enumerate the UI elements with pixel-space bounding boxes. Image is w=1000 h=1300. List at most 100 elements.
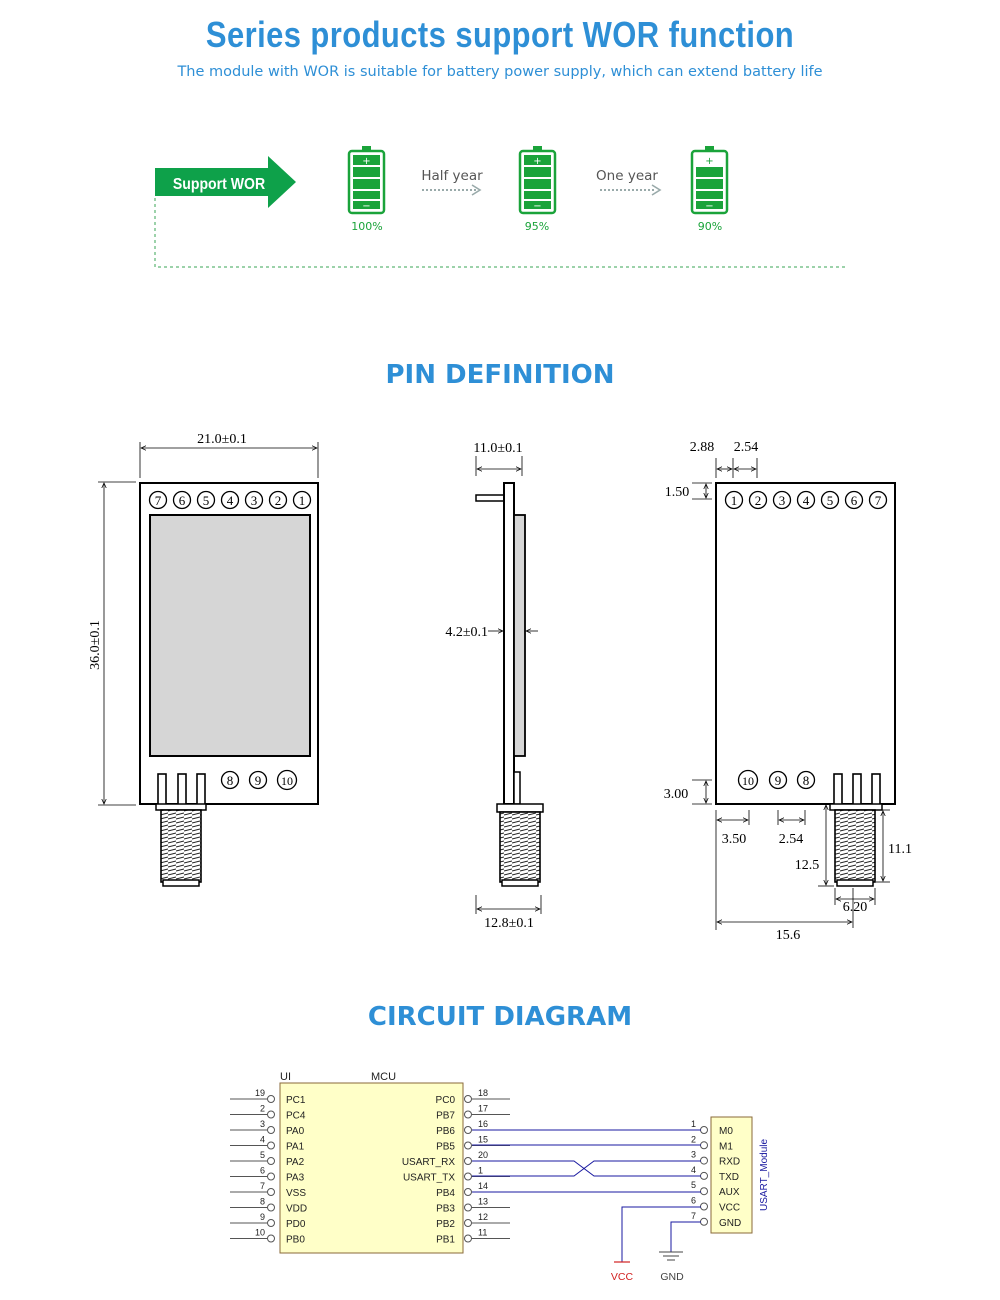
front-pin-label: 2	[275, 493, 282, 508]
mcu-pin-number: 9	[260, 1212, 265, 1222]
mcu-pin-name: PB5	[436, 1142, 455, 1153]
mcu-pin-terminal	[464, 1141, 472, 1150]
front-pin-label: 10	[281, 774, 293, 788]
back-pin-label: 1	[731, 493, 738, 508]
back-dim-254-bottom: 2.54	[779, 832, 804, 847]
mcu-pin-terminal	[464, 1110, 472, 1119]
svg-text:−: −	[362, 201, 370, 212]
back-pin-label: 4	[803, 493, 810, 508]
mcu-pin-number: 4	[260, 1135, 265, 1145]
mcu-pin-terminal	[267, 1219, 275, 1227]
support-wor-arrow	[155, 156, 296, 208]
pin-definition-title: PIN DEFINITION	[385, 360, 615, 390]
module-pin-terminal	[700, 1171, 708, 1180]
mcu-pin-name: PB1	[436, 1235, 455, 1246]
module-pin-name: M0	[719, 1126, 733, 1137]
mcu-pin-terminal	[267, 1110, 275, 1119]
mcu-pin-number: 11	[478, 1228, 487, 1238]
back-pin-label: 2	[755, 493, 762, 508]
svg-text:−: −	[705, 201, 713, 212]
svg-text:−: −	[533, 201, 541, 212]
svg-text:+: +	[362, 156, 370, 167]
mcu-pin-name: PB2	[436, 1219, 455, 1230]
mcu-pin-terminal	[267, 1095, 275, 1103]
mcu-pin-name: PC4	[286, 1111, 306, 1122]
wire-tx-rxd	[472, 1160, 701, 1177]
module-pin-number: 4	[691, 1165, 696, 1175]
wire-vcc	[621, 1206, 701, 1262]
mcu-pin-number: 17	[478, 1104, 488, 1114]
mcu-pin-name: VSS	[286, 1188, 306, 1199]
back-dim-125: 12.5	[795, 858, 820, 873]
module-pin-name: GND	[719, 1218, 741, 1229]
front-pin-label: 6	[179, 493, 186, 508]
wire-gnd	[670, 1221, 701, 1252]
mcu-pin-number: 6	[260, 1166, 265, 1176]
wor-dashed-line	[154, 198, 846, 268]
mcu-pin-number: 10	[255, 1228, 265, 1238]
mcu-pin-terminal	[464, 1126, 472, 1134]
ground-icon	[659, 1251, 683, 1261]
back-pin-label: 10	[742, 774, 754, 788]
front-pin-label: 4	[227, 493, 234, 508]
svg-text:+: +	[705, 156, 713, 167]
mcu-pin-number: 20	[478, 1150, 488, 1160]
mcu-pin-name: USART_RX	[402, 1157, 455, 1168]
mcu-pin-name: PB6	[436, 1126, 455, 1137]
mcu-pin-terminal	[267, 1188, 275, 1196]
usart-module-label: USART_Module	[759, 1139, 770, 1212]
mcu-pin-number: 15	[478, 1135, 488, 1145]
mcu-pin-number: 16	[478, 1119, 488, 1129]
mcu-pin-name: PC0	[436, 1095, 456, 1106]
module-pin-terminal	[700, 1202, 708, 1211]
mcu-pin-number: 3	[260, 1119, 265, 1129]
battery-level-3: 90%	[698, 220, 722, 233]
mcu-pin-name: PA2	[286, 1157, 305, 1168]
mcu-pin-name: PA3	[286, 1173, 305, 1184]
back-pin-label: 3	[779, 493, 786, 508]
svg-text:+: +	[533, 156, 541, 167]
mcu-pin-terminal	[267, 1172, 275, 1181]
wor-graphic: Support WOR + − 100% + − 95% + − 90%	[154, 146, 846, 268]
back-pin-label: 9	[775, 773, 782, 788]
mcu-pin-terminal	[267, 1126, 275, 1134]
back-dim-254-top: 2.54	[734, 440, 759, 455]
front-pin-label: 9	[255, 773, 262, 788]
mcu-pin-terminal	[464, 1234, 472, 1243]
module-pin-name: VCC	[719, 1203, 740, 1214]
back-dim-111: 11.1	[888, 842, 912, 857]
wire-rx-txd	[472, 1160, 701, 1177]
battery-icon-3: + −	[690, 146, 729, 215]
mcu-pin-name: PD0	[286, 1219, 306, 1230]
mcu-pin-terminal	[267, 1141, 275, 1150]
mcu-pin-number: 7	[260, 1181, 265, 1191]
front-view: 21.0±0.1 36.0±0.1 7 6 5 4 3 2 1 8 9 10	[88, 432, 319, 887]
module-pin-terminal	[700, 1126, 708, 1134]
back-pin-label: 7	[875, 493, 882, 508]
mcu-pin-number: 12	[478, 1212, 488, 1222]
mcu-pin-number: 2	[260, 1104, 265, 1114]
mcu-pin-terminal	[464, 1157, 472, 1165]
mcu-pin-name: PA1	[286, 1142, 305, 1153]
mcu-pin-terminal	[464, 1172, 472, 1181]
side-top-dim: 11.0±0.1	[473, 441, 522, 456]
usart-module-block	[710, 1116, 753, 1234]
battery-level-1: 100%	[351, 220, 382, 233]
front-pin-label: 7	[155, 493, 162, 508]
module-pin-number: 7	[691, 1211, 696, 1221]
module-pin-number: 2	[691, 1134, 696, 1144]
mcu-pin-number: 19	[255, 1088, 265, 1098]
support-wor-label: Support WOR	[173, 175, 265, 193]
mcu-pin-number: 1	[478, 1166, 483, 1176]
module-pin-terminal	[700, 1217, 708, 1226]
mcu-pin-number: 13	[478, 1197, 488, 1207]
front-width-dim: 21.0±0.1	[197, 432, 247, 447]
pin-definition-drawing: 21.0±0.1 36.0±0.1 7 6 5 4 3 2 1 8 9 10	[88, 432, 912, 943]
back-pin-label: 6	[851, 493, 858, 508]
module-pin-number: 5	[691, 1180, 696, 1190]
back-dim-620: 6.20	[843, 900, 868, 915]
wor-subtitle: The module with WOR is suitable for batt…	[177, 64, 823, 80]
mcu-pin-name: USART_TX	[403, 1173, 455, 1184]
mcu-pin-name: PB4	[436, 1188, 455, 1199]
